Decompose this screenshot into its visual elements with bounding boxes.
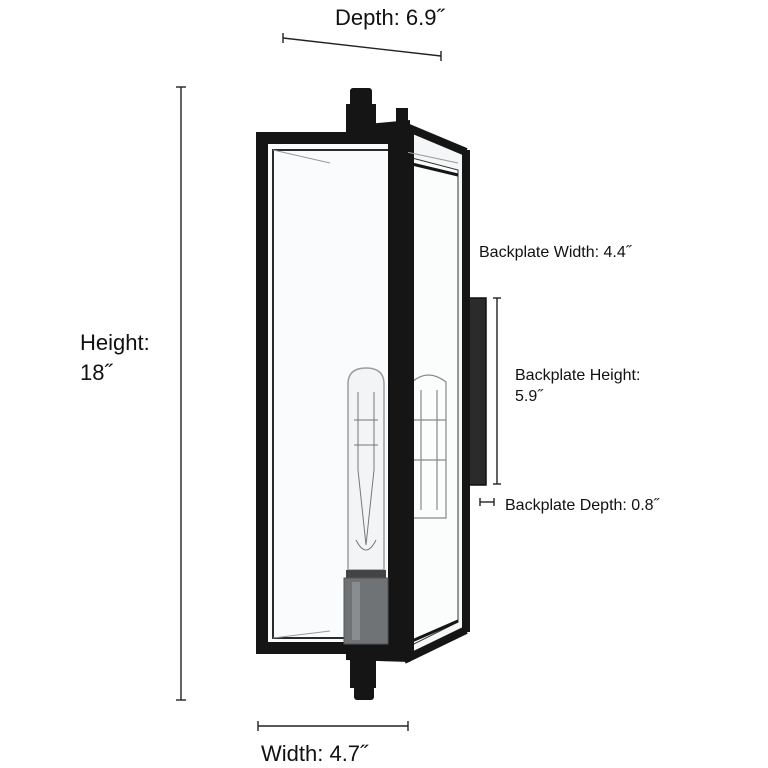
backplate-height-dimension-line <box>493 297 501 485</box>
backplate-width-label: Backplate Width: 4.4˝ <box>479 244 632 261</box>
backplate-depth-dimension-line <box>479 498 495 506</box>
side-frame <box>402 122 470 664</box>
bulb-reflection <box>411 374 447 519</box>
bottom-finial <box>346 640 410 700</box>
height-value: 18˝ <box>80 360 112 385</box>
top-finial <box>346 88 410 140</box>
height-label: Height: <box>80 330 150 355</box>
depth-dimension-line <box>282 33 442 61</box>
backplate-height-value: 5.9˝ <box>515 388 543 405</box>
depth-label: Depth: 6.9˝ <box>335 5 444 30</box>
backplate-height-label: Backplate Height: <box>515 367 641 384</box>
edison-bulb <box>343 367 389 645</box>
backplate-depth-label: Backplate Depth: 0.8˝ <box>505 497 659 514</box>
width-dimension-line <box>257 721 409 731</box>
width-label: Width: 4.7˝ <box>261 741 368 766</box>
height-dimension-line <box>176 86 186 701</box>
